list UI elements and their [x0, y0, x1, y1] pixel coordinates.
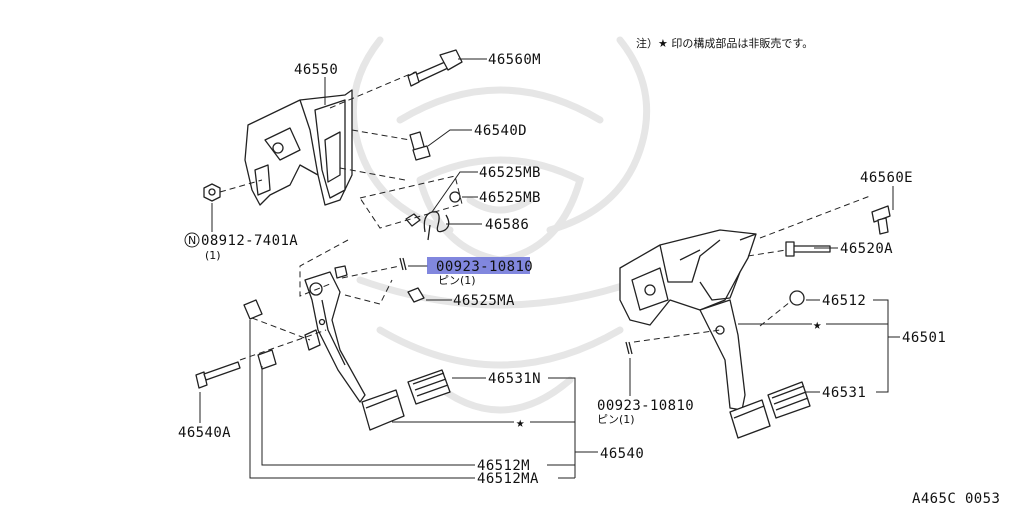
label-46560E[interactable]: 46560E [860, 170, 913, 186]
label-46540D[interactable]: 46540D [474, 123, 527, 139]
label-46512[interactable]: 46512 [822, 293, 866, 309]
bolt-46520A [785, 241, 831, 257]
leader-lines [199, 58, 900, 479]
pad-46531 [767, 381, 811, 419]
n-marker-text: N [188, 234, 196, 247]
pedal-pad [361, 389, 405, 431]
star-marker-right: ★ [813, 317, 822, 333]
label-46501[interactable]: 46501 [902, 330, 946, 346]
bracket-46550 [244, 89, 353, 206]
spring-46586 [423, 211, 450, 241]
label-46540[interactable]: 46540 [600, 446, 644, 462]
bushing-46512-right [789, 290, 805, 306]
pedal-arm-right [699, 299, 746, 411]
note-text: 注）★ 印の構成部品は非販売です。 [636, 36, 813, 50]
label-46550[interactable]: 46550 [294, 62, 338, 78]
star-marker-left: ★ [516, 415, 525, 431]
label-08912-7401A[interactable]: 08912-7401A [201, 233, 298, 249]
pedal-pad-right [729, 399, 771, 439]
label-46525MB-b[interactable]: 46525MB [479, 190, 541, 206]
label-08912-qty: (1) [205, 249, 221, 262]
label-46520A[interactable]: 46520A [840, 241, 893, 257]
pad-46531N [407, 369, 451, 405]
pedal-arm [304, 265, 366, 403]
bushing-46512M [243, 299, 277, 370]
footer-code: A465C 0053 [912, 491, 1000, 507]
label-46525MB-a[interactable]: 46525MB [479, 165, 541, 181]
n-marker: N [184, 232, 200, 248]
bolt-46560E [871, 205, 891, 235]
label-pin-left: ピン(1) [438, 274, 476, 287]
pin-00923-left [399, 257, 407, 271]
label-pin-right: ピン(1) [597, 413, 635, 426]
bracket-assembly-46501 [619, 229, 757, 326]
bolt-46560M [407, 49, 463, 87]
label-46512MA[interactable]: 46512MA [477, 471, 539, 487]
label-00923-10810-left[interactable]: 00923-10810 [436, 259, 533, 275]
label-46586[interactable]: 46586 [485, 217, 529, 233]
label-00923-10810-right[interactable]: 00923-10810 [597, 398, 694, 414]
bolt-46540D [409, 131, 431, 161]
clip-46525MA [407, 287, 425, 303]
assembly-lines-right [633, 195, 871, 343]
nut-08912 [203, 183, 221, 202]
pin-00923-right [625, 341, 633, 355]
label-46531N[interactable]: 46531N [488, 371, 541, 387]
label-46525MA[interactable]: 46525MA [453, 293, 515, 309]
assembly-lines-left [219, 71, 463, 361]
label-46531[interactable]: 46531 [822, 385, 866, 401]
label-46540A[interactable]: 46540A [178, 425, 231, 441]
label-46560M[interactable]: 46560M [488, 52, 541, 68]
highlight-00923-left [427, 257, 530, 274]
label-46512M[interactable]: 46512M [477, 458, 530, 474]
bolt-46540A [195, 361, 241, 389]
